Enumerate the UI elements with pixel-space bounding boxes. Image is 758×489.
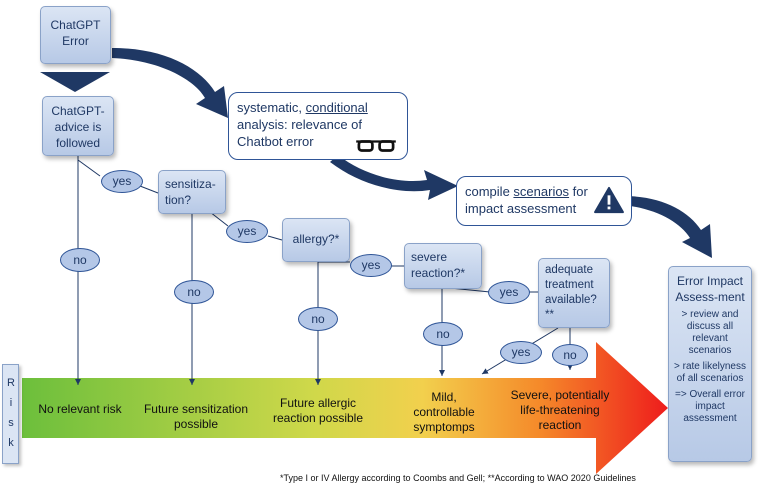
risk-letter-r: R: [7, 377, 15, 389]
glasses-icon: [356, 140, 396, 152]
yes-label-3: yes: [350, 254, 392, 277]
scenarios-text-2: for impact assessment: [465, 184, 588, 216]
outcome-future-sensitization: Future sensitization possible: [143, 402, 249, 431]
risk-letter-i: i: [9, 397, 13, 409]
yes-label-4: yes: [488, 281, 530, 304]
yes-text: yes: [112, 174, 132, 188]
arrow-scenarios-to-impact: [622, 196, 712, 258]
analysis-box: systematic, conditional analysis: releva…: [228, 92, 408, 160]
no-label-5: no: [552, 344, 588, 366]
risk-letter-k: k: [8, 437, 14, 449]
risk-letter-s: s: [8, 417, 14, 429]
analysis-underlined: conditional: [305, 100, 368, 115]
impact-line-3: => Overall error impact assessment: [674, 389, 746, 424]
outcome-future-allergic: Future allergic reaction possible: [272, 396, 364, 425]
analysis-text-2: analysis: relevance of Chatbot error: [237, 117, 363, 149]
arrow-error-to-analysis: [112, 48, 228, 118]
impact-line-1: > review and discuss all relevant scenar…: [681, 309, 739, 356]
arrow-analysis-to-scenarios: [330, 155, 458, 200]
analysis-text-1: systematic,: [237, 100, 306, 115]
impact-line-2: > rate likelyness of all scenarios: [674, 361, 746, 384]
severe-reaction-label: severe reaction?*: [411, 250, 466, 280]
no-label-3: no: [298, 307, 338, 331]
no-text: no: [436, 327, 450, 341]
scenarios-underlined: scenarios: [513, 184, 570, 199]
no-text: no: [73, 253, 87, 267]
yes-text: yes: [361, 258, 381, 272]
adequate-treatment-label: adequate treatment available? **: [545, 264, 597, 321]
yes-text: yes: [499, 285, 519, 299]
advice-followed-box: ChatGPT-advice is followed: [42, 96, 114, 156]
no-text: no: [311, 312, 325, 326]
allergy-label: allergy?*: [292, 232, 340, 246]
scenarios-text-1: compile: [465, 184, 514, 199]
chatgpt-error-box: ChatGPT Error: [40, 6, 111, 64]
sensitization-box: sensitiza-tion?: [158, 170, 226, 214]
outcome-no-risk: No relevant risk: [38, 402, 122, 416]
chatgpt-error-label: ChatGPT Error: [50, 18, 101, 48]
scenarios-box: compile scenarios for impact assessment: [456, 176, 632, 226]
risk-gradient-arrow: [22, 342, 668, 474]
outcome-mild: Mild, controllable symptomps: [413, 390, 475, 434]
warning-icon: [594, 186, 624, 214]
severe-reaction-box: severe reaction?*: [404, 243, 482, 289]
yes-label-1: yes: [101, 170, 143, 193]
yes-text: yes: [511, 345, 531, 359]
no-label-1: no: [60, 248, 100, 272]
downward-chevron-arrow: [40, 72, 110, 92]
risk-label-box: [2, 364, 19, 464]
yes-text: yes: [237, 224, 257, 238]
sensitization-label: sensitiza-tion?: [165, 177, 216, 207]
yes-label-5: yes: [500, 341, 542, 364]
advice-followed-label: ChatGPT-advice is followed: [51, 104, 105, 150]
impact-title: Error Impact Assess-ment: [675, 274, 745, 304]
footnote: *Type I or IV Allergy according to Coomb…: [280, 473, 636, 483]
no-label-4: no: [423, 322, 463, 346]
no-text: no: [563, 348, 577, 362]
yes-label-2: yes: [226, 220, 268, 243]
no-text: no: [187, 285, 201, 299]
outcome-severe: Severe, potentially life-threatening rea…: [510, 388, 610, 432]
no-label-2: no: [174, 280, 214, 304]
error-impact-box: Error Impact Assess-ment > review and di…: [668, 266, 752, 462]
allergy-box: allergy?*: [282, 218, 350, 262]
adequate-treatment-box: adequate treatment available? **: [538, 258, 610, 328]
